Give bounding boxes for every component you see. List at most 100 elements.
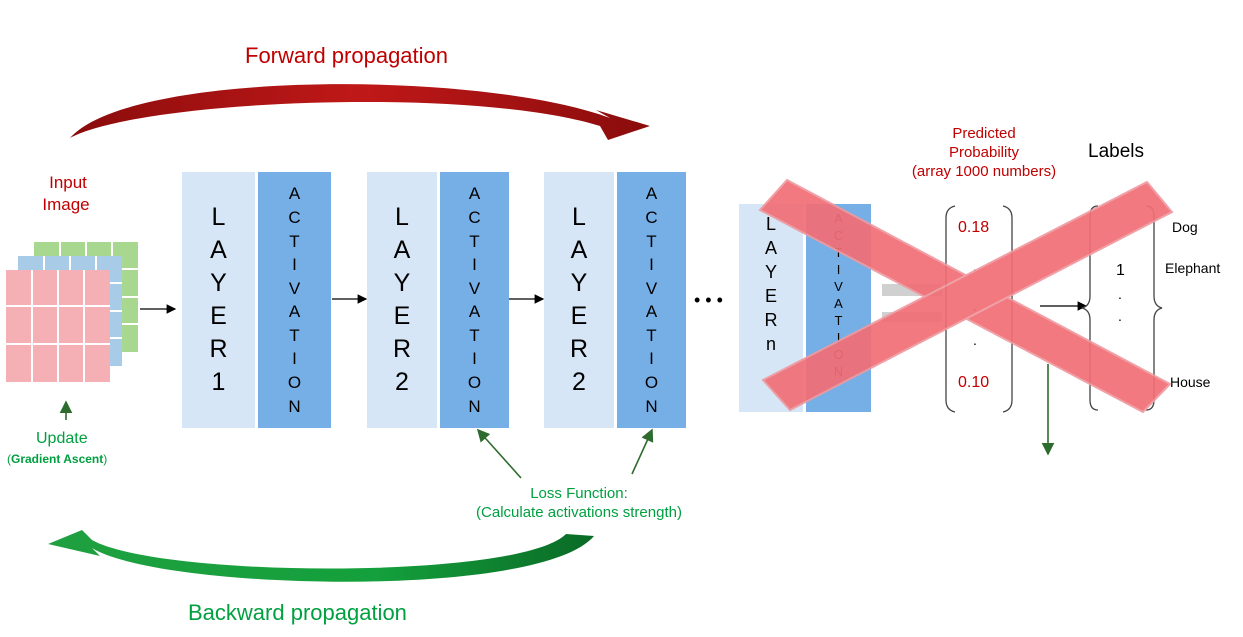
- input-label-line2: Image: [42, 195, 90, 214]
- loss-arrow-right: [631, 428, 654, 475]
- labels-title: Labels: [1088, 141, 1144, 162]
- paren-close: ): [103, 452, 108, 466]
- gradient-ascent-label: (Gradient Ascent): [7, 452, 107, 466]
- activation-letter: I: [472, 255, 477, 275]
- activation-letter: A: [645, 184, 658, 204]
- activation-letter: V: [288, 278, 301, 298]
- activation-letter: C: [645, 207, 658, 227]
- predicted-line1: Predicted: [952, 125, 1016, 142]
- activation-letter: C: [468, 207, 481, 227]
- activation-letter: A: [468, 184, 481, 204]
- activation-letter: N: [288, 396, 301, 416]
- prob-value-bottom: 0.10: [958, 374, 990, 391]
- activation-letter: I: [649, 349, 654, 369]
- layer-letter: L: [211, 203, 226, 231]
- activation-letter: O: [467, 373, 482, 393]
- activation-letter: I: [649, 255, 654, 275]
- predicted-probability-label: Predicted Probability (array 1000 number…: [896, 124, 1072, 181]
- layer-letter: L: [572, 203, 586, 231]
- layer-n-text: L A Y E R n: [765, 212, 778, 356]
- label-dog: Dog: [1172, 219, 1198, 235]
- loss-arrow-left: [476, 428, 522, 479]
- layer-1-text: L A Y E R 1: [209, 201, 227, 399]
- layer-1-block: L A Y E R 1: [182, 172, 255, 428]
- activation-letter: N: [468, 396, 481, 416]
- activation-letter: T: [834, 313, 843, 328]
- layer-letter: R: [209, 335, 228, 363]
- activation-letter: T: [289, 231, 300, 251]
- activation-1-block: A C T I V A T I O N: [258, 172, 331, 428]
- layer-3-text: L A Y E R 2: [570, 201, 588, 399]
- activation-letter: V: [468, 278, 481, 298]
- layer-letter: Y: [393, 269, 411, 297]
- layer-3-block: L A Y E R 2: [544, 172, 614, 428]
- layer-number: 2: [395, 368, 409, 396]
- label-index-1: 1: [1116, 262, 1125, 279]
- activation-letter: A: [645, 302, 658, 322]
- cross-icon: [758, 178, 1174, 414]
- layer-letter: E: [570, 302, 588, 330]
- activation-letter: V: [834, 279, 843, 294]
- activation-letter: C: [288, 207, 301, 227]
- loss-line2: (Calculate activations strength): [476, 504, 682, 521]
- predicted-line3: (array 1000 numbers): [911, 163, 1057, 180]
- forward-arrow: [70, 84, 650, 140]
- forward-propagation-title: Forward propagation: [245, 43, 449, 68]
- layer-letter: Y: [764, 262, 777, 282]
- activation-3-block: A C T I V A T I O N: [617, 172, 686, 428]
- activation-letter: I: [836, 330, 841, 345]
- activation-letter: A: [468, 302, 481, 322]
- label-house: House: [1170, 374, 1211, 390]
- prob-dot-3: .: [973, 332, 977, 348]
- input-label-line1: Input: [49, 173, 87, 192]
- prob-value-top: 0.18: [958, 219, 990, 236]
- layer-letter: R: [392, 335, 412, 363]
- activation-letter: A: [288, 302, 301, 322]
- layer-letter: R: [569, 335, 589, 363]
- update-label: Update: [36, 430, 88, 447]
- layers-ellipsis: • • •: [694, 290, 723, 310]
- input-image-grids: [6, 242, 138, 382]
- layer-letter: Y: [210, 269, 227, 297]
- layer-2-text: L A Y E R 2: [393, 201, 411, 399]
- layer-2-block: L A Y E R 2: [367, 172, 437, 428]
- layer-letter: A: [210, 236, 227, 264]
- loss-function-label: Loss Function: (Calculate activations st…: [466, 484, 692, 522]
- predicted-line2: Probability: [948, 144, 1020, 161]
- layer-number: 2: [572, 368, 586, 396]
- layer-letter: A: [393, 236, 411, 264]
- activation-letter: I: [472, 349, 477, 369]
- label-elephant: Elephant: [1165, 260, 1221, 276]
- layer-letter: R: [764, 310, 778, 330]
- backward-arrow: [48, 530, 594, 582]
- layer-letter: L: [765, 214, 776, 234]
- layer-letter: Y: [570, 269, 588, 297]
- layer-letter: L: [395, 203, 409, 231]
- label-dot-1: .: [1118, 286, 1122, 302]
- activation-letter: T: [469, 231, 480, 251]
- activation-letter: T: [646, 325, 657, 345]
- activation-letter: N: [645, 396, 658, 416]
- activation-letter: I: [292, 255, 297, 275]
- activation-letter: I: [292, 349, 297, 369]
- activation-letter: O: [287, 373, 302, 393]
- prob-dot-1: .: [973, 258, 977, 274]
- gradient-ascent-bold: Gradient Ascent: [11, 452, 104, 466]
- backward-propagation-title: Backward propagation: [188, 600, 407, 625]
- activation-2-block: A C T I V A T I O N: [440, 172, 509, 428]
- loss-line1: Loss Function:: [530, 485, 628, 502]
- layer-number: 1: [211, 368, 226, 396]
- activation-letter: T: [289, 325, 300, 345]
- activation-letter: I: [836, 262, 841, 277]
- paren-open: (: [7, 452, 11, 466]
- activation-letter: T: [469, 325, 480, 345]
- layer-letter: E: [210, 302, 227, 330]
- activation-letter: V: [645, 278, 658, 298]
- activation-letter: A: [834, 296, 843, 311]
- label-dot-2: .: [1118, 308, 1122, 324]
- layer-letter: A: [764, 238, 777, 258]
- layer-letter: E: [764, 286, 777, 306]
- activation-letter: A: [288, 184, 301, 204]
